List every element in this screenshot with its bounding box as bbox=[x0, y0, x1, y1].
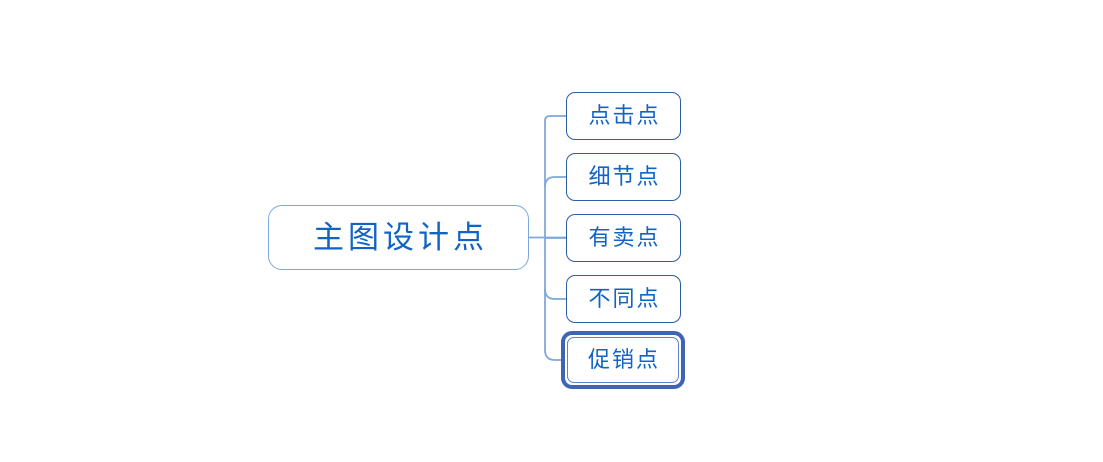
mindmap-child-node-2[interactable]: 细节点 bbox=[566, 153, 681, 201]
connector-branch-2 bbox=[544, 176, 566, 188]
root-node-label: 主图设计点 bbox=[313, 220, 488, 255]
mindmap-root-node[interactable]: 主图设计点 bbox=[268, 205, 529, 270]
selection-highlight-frame bbox=[561, 331, 685, 389]
connector-branch-4 bbox=[544, 288, 566, 300]
child-node-label: 点击点 bbox=[588, 103, 661, 128]
child-node-label: 有卖点 bbox=[588, 225, 661, 250]
mindmap-child-node-3[interactable]: 有卖点 bbox=[566, 214, 681, 262]
mindmap-child-node-1[interactable]: 点击点 bbox=[566, 92, 681, 140]
mindmap-child-node-5[interactable]: 促销点 bbox=[567, 337, 679, 383]
mindmap-child-node-4[interactable]: 不同点 bbox=[566, 275, 681, 323]
child-node-label: 不同点 bbox=[588, 286, 661, 311]
connector-branch-1 bbox=[544, 115, 566, 126]
child-node-label: 细节点 bbox=[588, 164, 661, 189]
child-node-label: 促销点 bbox=[587, 347, 660, 372]
